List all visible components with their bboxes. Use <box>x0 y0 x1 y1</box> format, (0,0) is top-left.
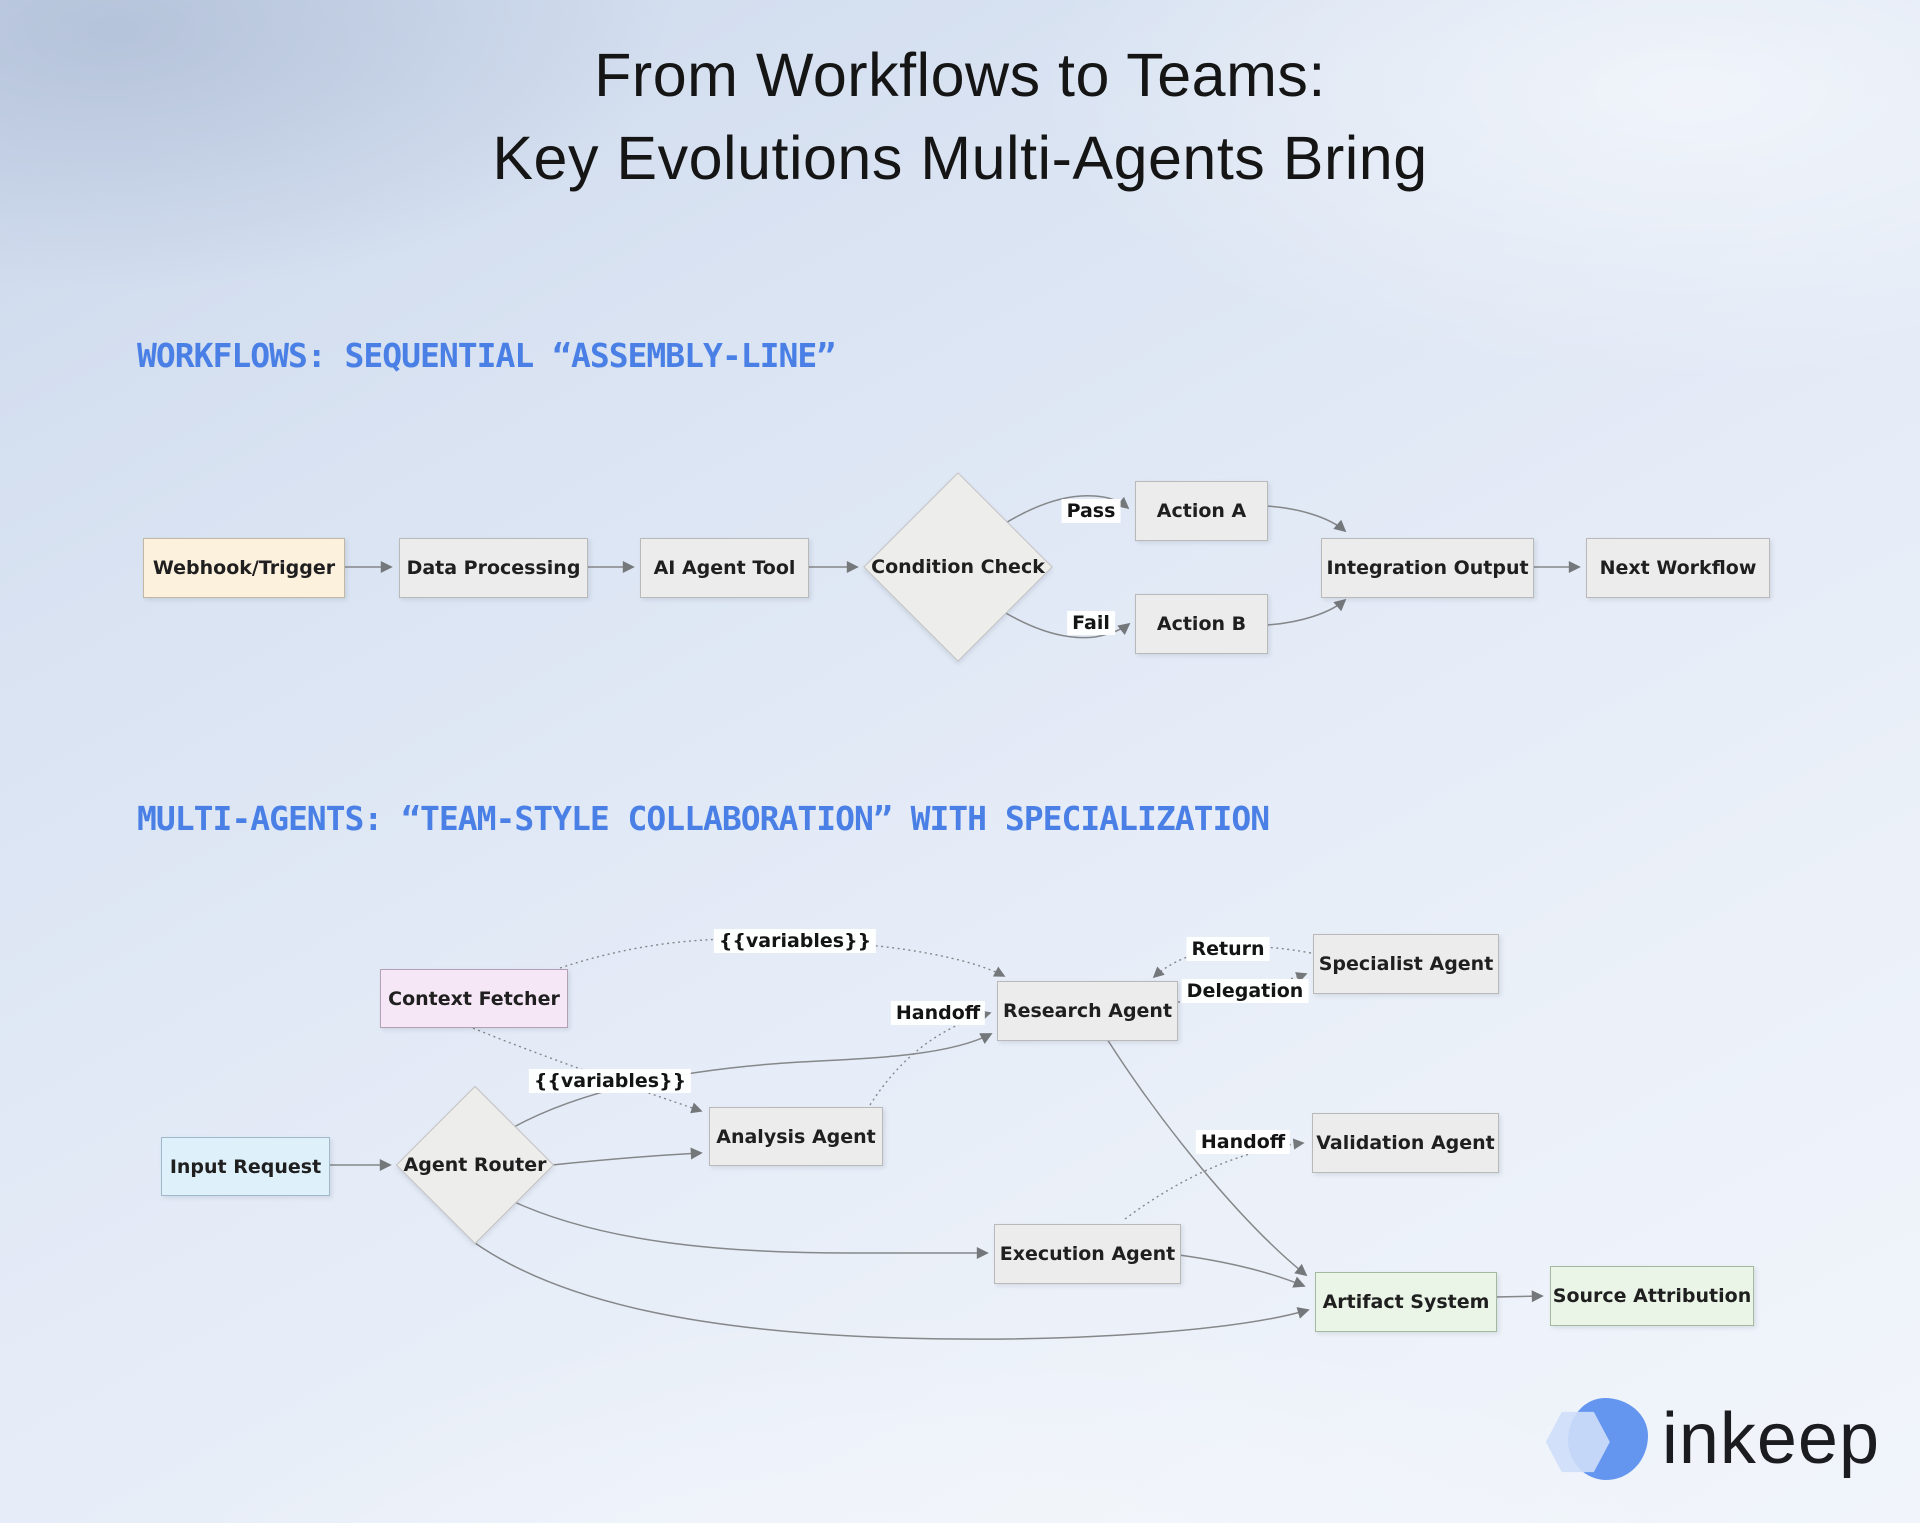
node-ai-agent-tool: AI Agent Tool <box>640 538 809 598</box>
node-analysis-agent: Analysis Agent <box>709 1107 883 1166</box>
condition-check-label: Condition Check <box>871 556 1045 578</box>
edge-execution-agent-to-validation-agent <box>1124 1138 1305 1220</box>
edge-label-handoff: Handoff <box>890 1001 986 1025</box>
edge-execution-agent-to-artifact-system <box>1178 1254 1306 1288</box>
node-action-a: Action A <box>1135 481 1268 541</box>
page-title: From Workflows to Teams: Key Evolutions … <box>0 34 1920 200</box>
node-source-attribution: Source Attribution <box>1550 1266 1754 1326</box>
node-validation-agent: Validation Agent <box>1312 1113 1499 1173</box>
node-context-fetcher: Context Fetcher <box>380 969 568 1028</box>
edge-label-variables: {{variables}} <box>713 929 877 953</box>
page-title-line2: Key Evolutions Multi-Agents Bring <box>492 123 1428 192</box>
edge-label-pass: Pass <box>1061 499 1121 523</box>
edge-artifact-system-to-source-attribution <box>1494 1290 1544 1303</box>
edge-research-agent-to-artifact-system <box>1106 1038 1308 1277</box>
node-input-request: Input Request <box>161 1137 330 1196</box>
section-heading-workflows: WORKFLOWS: SEQUENTIAL “ASSEMBLY-LINE” <box>137 336 836 375</box>
edge-research-agent-to-specialist-agent <box>1177 972 1308 1003</box>
node-condition-check: Condition Check <box>863 472 1053 662</box>
node-webhook-trigger: Webhook/Trigger <box>143 538 345 598</box>
edge-action-a-to-integration-output <box>1265 505 1347 533</box>
node-next-workflow: Next Workflow <box>1586 538 1770 598</box>
edge-agent-router-to-artifact-system <box>474 1242 1310 1340</box>
edge-label-delegation: Delegation <box>1181 979 1309 1003</box>
edge-condition-check-to-action-b <box>1003 611 1131 639</box>
node-execution-agent: Execution Agent <box>994 1224 1181 1284</box>
node-agent-router: Agent Router <box>395 1085 555 1245</box>
logo-wordmark: inkeep <box>1661 1399 1880 1479</box>
page-title-line1: From Workflows to Teams: <box>594 41 1326 109</box>
edge-label-fail: Fail <box>1067 611 1115 635</box>
node-research-agent: Research Agent <box>997 981 1178 1041</box>
edge-agent-router-to-research-agent <box>511 1033 993 1129</box>
inkeep-logo: inkeep <box>1545 1398 1880 1480</box>
edge-condition-check-to-action-a <box>1003 494 1130 525</box>
node-action-b: Action B <box>1135 594 1268 654</box>
edge-label-variables: {{variables}} <box>528 1069 692 1093</box>
edge-label-return: Return <box>1186 937 1270 961</box>
section-heading-multi-agents: MULTI-AGENTS: “TEAM-STYLE COLLABORATION”… <box>137 799 1270 838</box>
node-integration-output: Integration Output <box>1321 538 1534 598</box>
edge-action-b-to-integration-output <box>1265 598 1347 626</box>
edge-agent-router-to-execution-agent <box>509 1199 989 1259</box>
node-artifact-system: Artifact System <box>1315 1272 1497 1332</box>
node-specialist-agent: Specialist Agent <box>1313 934 1499 994</box>
node-data-processing: Data Processing <box>399 538 588 598</box>
edge-label-handoff: Handoff <box>1195 1130 1291 1154</box>
edge-agent-router-to-analysis-agent <box>551 1147 703 1166</box>
edge-analysis-agent-to-research-agent <box>869 1010 992 1106</box>
agent-router-label: Agent Router <box>403 1154 547 1176</box>
